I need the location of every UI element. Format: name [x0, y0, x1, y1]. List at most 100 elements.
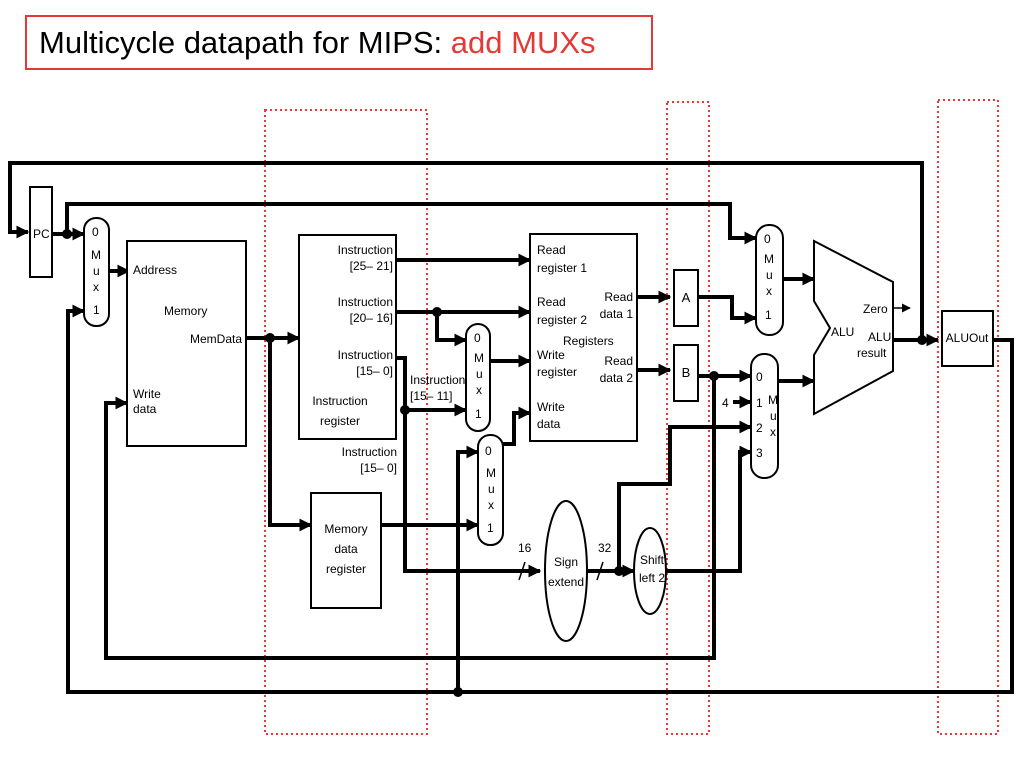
reg-rd2-a: Read: [604, 354, 633, 368]
mux-alub-x: x: [770, 425, 776, 439]
dot-bottom: [453, 687, 463, 697]
mux-pc: [83, 217, 110, 327]
dot-signext: [614, 566, 624, 576]
mux-alua-x: x: [766, 284, 772, 298]
mux-alub-in3: 3: [756, 446, 763, 460]
mux-wdata-in0: 0: [485, 444, 492, 458]
wire-aluout-to-writemux: [456, 445, 480, 692]
wire-memdata-to-mdr: [268, 338, 313, 532]
reg-rr2-a: Read: [537, 295, 566, 309]
reg-name: Registers: [563, 334, 614, 348]
mux-pc-in0: 0: [92, 225, 99, 239]
mdr-line1: Memory: [324, 522, 367, 536]
mux-wdata-m: M: [486, 466, 496, 480]
wire-imm: [396, 356, 542, 578]
mux-wdata-in1: 1: [487, 521, 494, 535]
ir-out-a: Instruction: [342, 445, 397, 459]
mux-alub-in0: 0: [756, 370, 763, 384]
reg-wd-a: Write: [537, 400, 565, 414]
wire-mux-to-writedata: [503, 406, 532, 446]
instruction-register: [298, 234, 397, 440]
memory-data-label: data: [133, 402, 157, 416]
reg-rr2-b: register 2: [537, 313, 587, 327]
pc-register: [29, 186, 53, 278]
constant-four: 4: [722, 396, 729, 410]
register-file: [529, 233, 638, 442]
mux-alua-in1: 1: [765, 308, 772, 322]
mux-wreg-m: M: [474, 351, 484, 365]
aluout-register: [941, 310, 994, 367]
reg-wr-b: register: [537, 365, 577, 379]
mux-wdata-x: x: [488, 498, 494, 512]
wire-aluout-feedback: [66, 304, 1014, 694]
shift-left-2: [633, 527, 667, 615]
slide-title: Multicycle datapath for MIPS: add MUXs: [39, 25, 596, 61]
mux-alub-in1: 1: [756, 396, 763, 410]
dot-rd: [400, 405, 410, 415]
ir-rd-label-b: [15– 11]: [410, 389, 452, 403]
mux-alub-in2: 2: [756, 421, 763, 435]
highlight-aluout: [937, 99, 999, 735]
ir-field2-b: [20– 16]: [350, 311, 393, 325]
aluout-label: ALUOut: [946, 331, 989, 345]
ir-field2-a: Instruction: [338, 295, 393, 309]
dot-b: [709, 371, 719, 381]
shift-left-line2: left 2: [639, 571, 665, 585]
ir-field1-b: [25– 21]: [350, 259, 393, 273]
wire-pc-top: [65, 202, 758, 245]
dot-alu: [917, 335, 927, 345]
title-box: Multicycle datapath for MIPS: add MUXs: [25, 15, 653, 70]
mux-alua-in0: 0: [764, 232, 771, 246]
mux-alub-u: u: [770, 409, 777, 423]
mux-wreg-in0: 0: [474, 331, 481, 345]
components: [29, 186, 994, 642]
memory-memdata-label: MemData: [190, 332, 242, 346]
pc-label: PC: [33, 227, 50, 241]
mux-pc-m: M: [91, 248, 101, 262]
mux-pc-in1: 1: [93, 303, 100, 317]
bits-32-label: 32: [598, 541, 612, 555]
reg-rd1-a: Read: [604, 290, 633, 304]
register-b-label: B: [682, 365, 691, 380]
ir-name-1: Instruction: [312, 394, 367, 408]
memory-name-label: Memory: [164, 304, 207, 318]
labels: PC 0 M u x 1 Address Memory MemData Writ…: [33, 225, 989, 589]
register-a-label: A: [682, 290, 691, 305]
memory-data-register: [310, 492, 382, 609]
mdr-line2: data: [334, 542, 358, 556]
alu-result-label-1: ALU: [868, 330, 891, 344]
reg-wr-a: Write: [537, 348, 565, 362]
register-b: [673, 344, 699, 402]
reg-rd1-b: data 1: [600, 307, 634, 321]
wire-shift-to-mux: [666, 445, 753, 573]
sign-extend: [544, 500, 588, 642]
highlight-regions: [264, 99, 999, 735]
memory-address-label: Address: [133, 263, 177, 277]
alu-zero-label: Zero: [863, 302, 888, 316]
ir-out-b: [15– 0]: [360, 461, 397, 475]
mux-alub-m: M: [768, 393, 778, 407]
wires: [8, 161, 1014, 694]
memory-unit: [126, 240, 247, 447]
mux-wdata-u: u: [488, 482, 495, 496]
mdr-line3: register: [326, 562, 366, 576]
ir-field3-b: [15– 0]: [356, 364, 393, 378]
mux-pc-u: u: [93, 264, 100, 278]
ir-field1-a: Instruction: [338, 243, 393, 257]
mux-write-data: [477, 434, 504, 546]
shift-left-line1: Shift: [640, 553, 665, 567]
reg-wd-b: data: [537, 417, 561, 431]
reg-rd2-b: data 2: [600, 371, 634, 385]
ir-rd-label-a: Instruction: [410, 373, 465, 387]
wire-alu-to-pc: [8, 161, 924, 340]
reg-rr1-b: register 1: [537, 261, 587, 275]
mux-alua-u: u: [766, 268, 773, 282]
mux-write-register: [465, 323, 491, 432]
alu-result-label-2: result: [857, 346, 887, 360]
dot-pc: [62, 229, 72, 239]
ir-name-2: register: [320, 414, 360, 428]
alu-label: ALU: [831, 325, 854, 339]
mux-pc-x: x: [93, 280, 99, 294]
reg-rr1-a: Read: [537, 243, 566, 257]
